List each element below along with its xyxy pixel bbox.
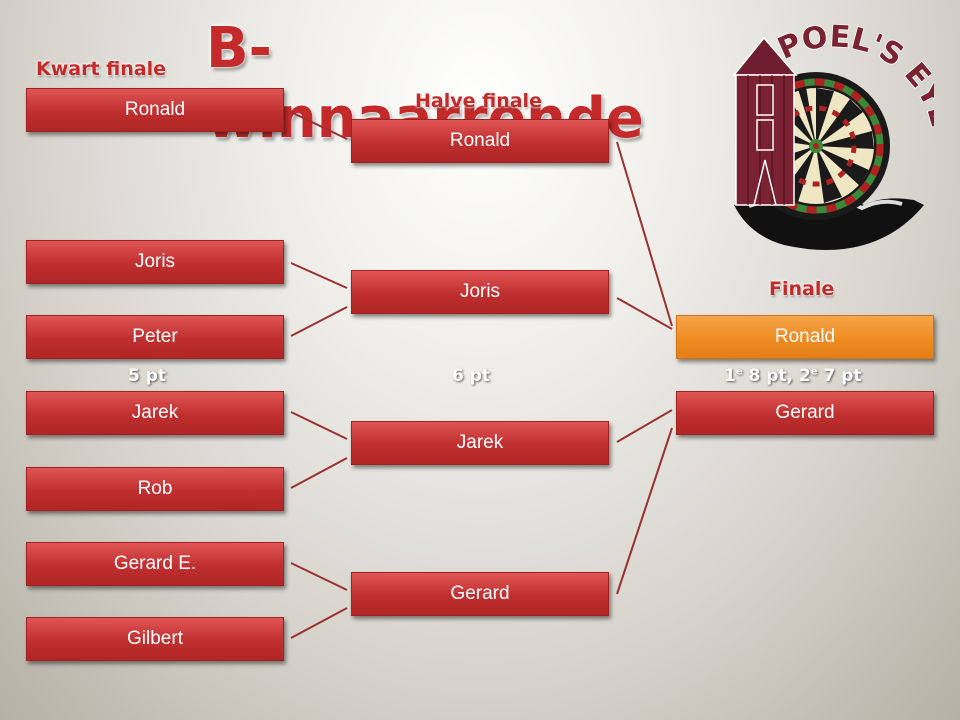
quarterfinal-player-box: Jarek <box>26 391 284 435</box>
connector-line <box>616 427 673 595</box>
semifinal-player-box: Jarek <box>351 421 609 465</box>
connector-line <box>616 297 673 330</box>
semifinal-points: 6 pt <box>452 366 491 386</box>
quarterfinal-label: Kwart finale <box>36 58 166 80</box>
final-label: Finale <box>769 278 835 300</box>
quarterfinal-player-box: Peter <box>26 315 284 359</box>
semifinal-player-box: Ronald <box>351 119 609 163</box>
final-points: 1e 8 pt, 2e 7 pt <box>724 366 862 386</box>
connector-line <box>290 262 348 289</box>
quarterfinal-points: 5 pt <box>128 366 167 386</box>
connector-line <box>290 306 348 337</box>
windmill-icon <box>732 36 798 206</box>
semifinal-player-box: Gerard <box>351 572 609 616</box>
semifinal-player-box: Joris <box>351 270 609 314</box>
final-player-box: Gerard <box>676 391 934 435</box>
connector-line <box>290 111 348 140</box>
connector-line <box>290 457 348 489</box>
quarterfinal-player-box: Gilbert <box>26 617 284 661</box>
quarterfinal-player-box: Joris <box>26 240 284 284</box>
poels-eye-logo: POEL'S EYE <box>732 20 934 250</box>
connector-line <box>290 411 348 440</box>
quarterfinal-player-box: Gerard E. <box>26 542 284 586</box>
connector-line <box>616 141 673 327</box>
quarterfinal-player-box: Ronald <box>26 88 284 132</box>
connector-line <box>616 409 673 443</box>
connector-line <box>290 562 348 591</box>
quarterfinal-player-box: Rob <box>26 467 284 511</box>
semifinal-label: Halve finale <box>415 90 542 112</box>
final-winner-box: Ronald <box>676 315 934 359</box>
connector-line <box>290 607 348 639</box>
